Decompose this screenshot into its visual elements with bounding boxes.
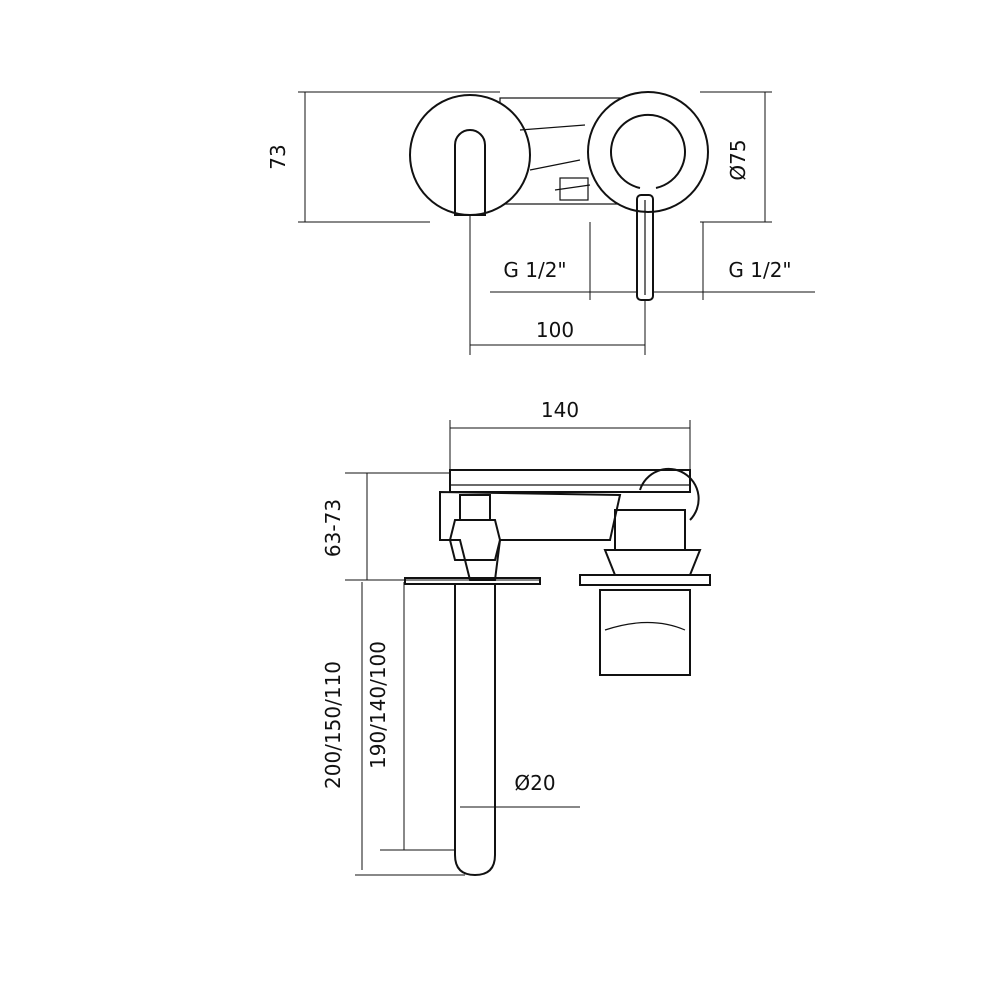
dim-o75-label: Ø75 <box>726 139 750 180</box>
handle-ring <box>610 113 686 189</box>
dim-200-150-110-label: 200/150/110 <box>321 661 345 789</box>
dim-g12-right-label: G 1/2" <box>728 258 791 282</box>
dimension-labels: 73 Ø75 G 1/2" G 1/2" 100 140 63-73 200/150/110 1… <box>266 92 815 870</box>
wall-plate <box>449 469 691 493</box>
dim-190-140-100-label: 190/140/100 <box>366 641 390 769</box>
spout-tube <box>454 585 496 877</box>
dim-73-label: 73 <box>266 144 290 169</box>
spout-outline <box>454 129 486 216</box>
dim-o20-label: Ø20 <box>514 771 555 795</box>
dim-g12-left-label: G 1/2" <box>503 258 566 282</box>
side-view <box>345 420 711 877</box>
dim-100-label: 100 <box>536 318 574 342</box>
dim-63-73-label: 63-73 <box>321 499 345 557</box>
top-view <box>298 91 772 355</box>
dim-140-label: 140 <box>541 398 579 422</box>
spout-rosette <box>409 94 531 216</box>
handle-rosette <box>587 91 709 213</box>
